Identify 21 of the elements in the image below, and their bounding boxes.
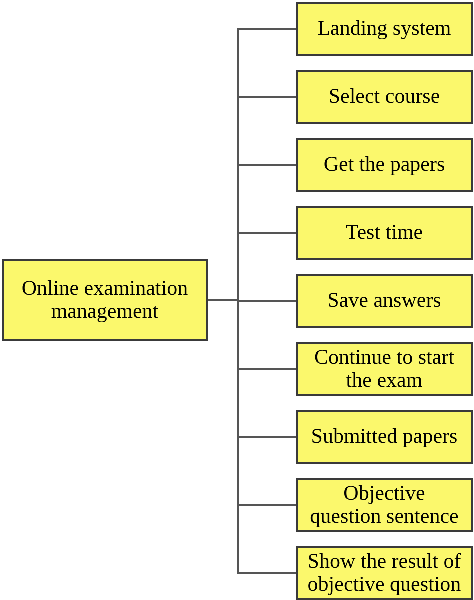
- node-label: Landing system: [318, 17, 452, 41]
- process-box: [296, 138, 473, 192]
- node-label: Objective question sentence: [309, 482, 460, 528]
- node-label: Show the result of objective question: [306, 550, 462, 596]
- process-box: [2, 259, 208, 341]
- process-box: [296, 478, 473, 532]
- process-box: [296, 410, 473, 464]
- process-box: [296, 546, 473, 600]
- node-label: Submitted papers: [311, 425, 458, 449]
- connector-line: [208, 299, 296, 574]
- process-box: [296, 2, 473, 56]
- process-box: [296, 342, 473, 396]
- process-box: [296, 70, 473, 124]
- node-label: Continue to start the exam: [314, 346, 456, 392]
- node-label: Save answers: [328, 289, 442, 313]
- node-label: Online examination management: [20, 276, 190, 324]
- node-label: Select course: [328, 85, 440, 109]
- process-box: [296, 274, 473, 328]
- node-label: Test time: [346, 221, 424, 245]
- process-box: [296, 206, 473, 260]
- node-label: Get the papers: [324, 153, 446, 177]
